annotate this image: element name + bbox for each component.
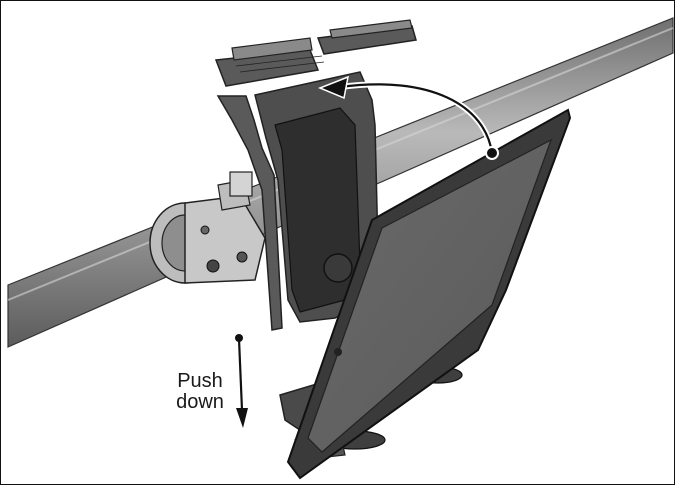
push-down-label: Push down <box>170 371 230 413</box>
rotation-arrow-start-dot <box>485 146 499 160</box>
mount-arm <box>216 71 379 331</box>
pipe-clamp <box>149 171 266 284</box>
push-down-label-line2: down <box>176 391 224 413</box>
rotation-arrow-head <box>318 75 349 100</box>
tablet <box>286 108 572 480</box>
top-gripper <box>214 19 417 87</box>
push-down-label-line1: Push <box>177 370 223 392</box>
tablet-home-button <box>334 348 342 356</box>
push-down-arrow <box>235 334 248 428</box>
push-arrow-start-dot <box>235 334 243 342</box>
push-arrow-head <box>236 408 248 428</box>
rotation-arrow <box>318 75 499 160</box>
